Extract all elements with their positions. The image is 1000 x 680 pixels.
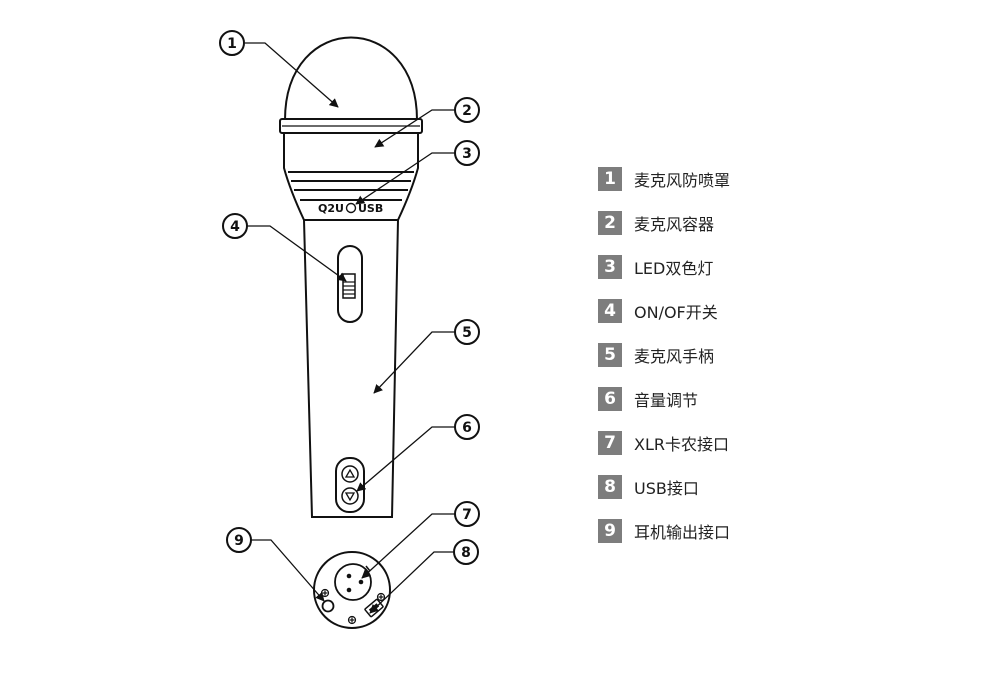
callout-5: 5 xyxy=(454,319,480,345)
legend-label: USB接口 xyxy=(634,479,699,498)
legend-number-badge: 7 xyxy=(598,431,622,455)
legend-item: 7 XLR卡农接口 xyxy=(598,421,818,465)
callout-markers: 1 2 3 4 5 6 7 8 xyxy=(219,30,480,565)
led-indicator xyxy=(345,202,357,214)
parts-legend: 1 麦克风防喷罩 2 麦克风容器 3 LED双色灯 4 ON/OF开关 5 麦克… xyxy=(598,157,818,553)
callout-4: 4 xyxy=(222,213,248,239)
band-label-right: USB xyxy=(358,202,383,215)
legend-label: 麦克风容器 xyxy=(634,215,715,234)
svg-text:4: 4 xyxy=(230,219,240,235)
callout-7: 7 xyxy=(454,501,480,527)
svg-text:7: 7 xyxy=(462,507,472,523)
callout-1: 1 xyxy=(219,30,245,56)
legend-label: 耳机输出接口 xyxy=(634,523,731,542)
legend-label: ON/OF开关 xyxy=(634,303,718,322)
legend-label: XLR卡农接口 xyxy=(634,435,729,454)
svg-text:2: 2 xyxy=(462,103,472,119)
legend-number-badge: 8 xyxy=(598,475,622,499)
legend-number-badge: 1 xyxy=(598,167,622,191)
legend-item: 8 USB接口 xyxy=(598,465,818,509)
callout-8: 8 xyxy=(453,539,479,565)
legend-item: 4 ON/OF开关 xyxy=(598,289,818,333)
xlr-connector xyxy=(334,563,372,601)
svg-text:1: 1 xyxy=(227,36,237,52)
callout-2: 2 xyxy=(454,97,480,123)
headphone-jack xyxy=(321,599,335,613)
legend-item: 5 麦克风手柄 xyxy=(598,333,818,377)
legend-label: 麦克风防喷罩 xyxy=(634,171,731,190)
legend-label: LED双色灯 xyxy=(634,259,714,278)
legend-label: 音量调节 xyxy=(634,391,699,410)
svg-text:8: 8 xyxy=(461,545,471,561)
mic-handle xyxy=(302,219,400,518)
band-label-left: Q2U xyxy=(318,202,344,215)
legend-item: 1 麦克风防喷罩 xyxy=(598,157,818,201)
svg-text:9: 9 xyxy=(234,533,244,549)
callout-6: 6 xyxy=(454,414,480,440)
callout-9: 9 xyxy=(226,527,252,553)
legend-item: 3 LED双色灯 xyxy=(598,245,818,289)
legend-number-badge: 5 xyxy=(598,343,622,367)
windscreen xyxy=(283,36,419,121)
svg-text:5: 5 xyxy=(462,325,472,341)
svg-text:6: 6 xyxy=(462,420,472,436)
microphone-drawing xyxy=(279,36,423,629)
svg-text:3: 3 xyxy=(462,146,472,162)
legend-label: 麦克风手柄 xyxy=(634,347,715,366)
legend-number-badge: 4 xyxy=(598,299,622,323)
legend-number-badge: 9 xyxy=(598,519,622,543)
legend-item: 2 麦克风容器 xyxy=(598,201,818,245)
callout-3: 3 xyxy=(454,140,480,166)
legend-number-badge: 3 xyxy=(598,255,622,279)
legend-item: 9 耳机输出接口 xyxy=(598,509,818,553)
legend-number-badge: 2 xyxy=(598,211,622,235)
legend-number-badge: 6 xyxy=(598,387,622,411)
legend-item: 6 音量调节 xyxy=(598,377,818,421)
